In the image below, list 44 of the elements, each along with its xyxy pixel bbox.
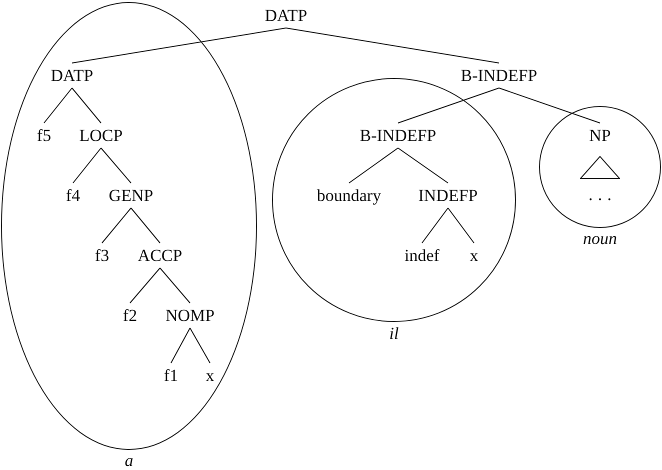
tree-label: f2	[122, 303, 138, 328]
tree-label: indef	[404, 243, 440, 268]
tree-branch	[160, 268, 190, 304]
tree-label: DATP	[50, 63, 94, 88]
tree-branch	[130, 268, 160, 304]
node-label: il	[389, 325, 399, 342]
tree-branch	[44, 88, 72, 124]
circle-outline	[539, 106, 661, 228]
tree-label: f5	[36, 123, 52, 148]
tree-label: f1	[164, 363, 178, 388]
tree-label: boundary	[316, 183, 382, 208]
tree-label: f3	[94, 243, 110, 268]
tree-label: LOCP	[79, 123, 123, 148]
tree-branch	[72, 28, 286, 64]
ellipse-outline	[1, 2, 257, 450]
tree-label: INDEFP	[418, 183, 478, 208]
tree-label: NOMP	[165, 303, 215, 328]
tree-branch	[348, 148, 398, 184]
tree-branch	[398, 148, 448, 184]
tree-branch	[72, 88, 102, 124]
tree-label: B-INDEFP	[460, 63, 538, 88]
tree-branch	[422, 208, 448, 244]
tree-label: x	[470, 243, 478, 268]
tree-branch	[102, 208, 132, 244]
tree-label: NP	[589, 123, 611, 148]
tree-branch	[398, 88, 500, 124]
node-label: noun	[583, 230, 617, 247]
node-label: a	[124, 452, 134, 469]
ellipsis-dots: ...	[588, 186, 617, 203]
tree-label: x	[206, 363, 214, 388]
tree-label: ACCP	[138, 243, 182, 268]
tree-branch	[100, 148, 132, 184]
tree-label: f4	[66, 183, 80, 208]
tree-branch	[130, 208, 160, 244]
tree-branch	[170, 328, 190, 364]
tree-branch	[72, 148, 102, 184]
tree-branch	[498, 88, 600, 124]
tree-branch	[190, 328, 210, 364]
tree-label: B-INDEFP	[360, 123, 436, 148]
triangle-shape	[580, 156, 620, 179]
tree-branch	[448, 208, 474, 244]
tree-label: GENP	[108, 183, 154, 208]
tree-label: DATP	[264, 3, 308, 28]
tree-branch	[286, 28, 500, 64]
